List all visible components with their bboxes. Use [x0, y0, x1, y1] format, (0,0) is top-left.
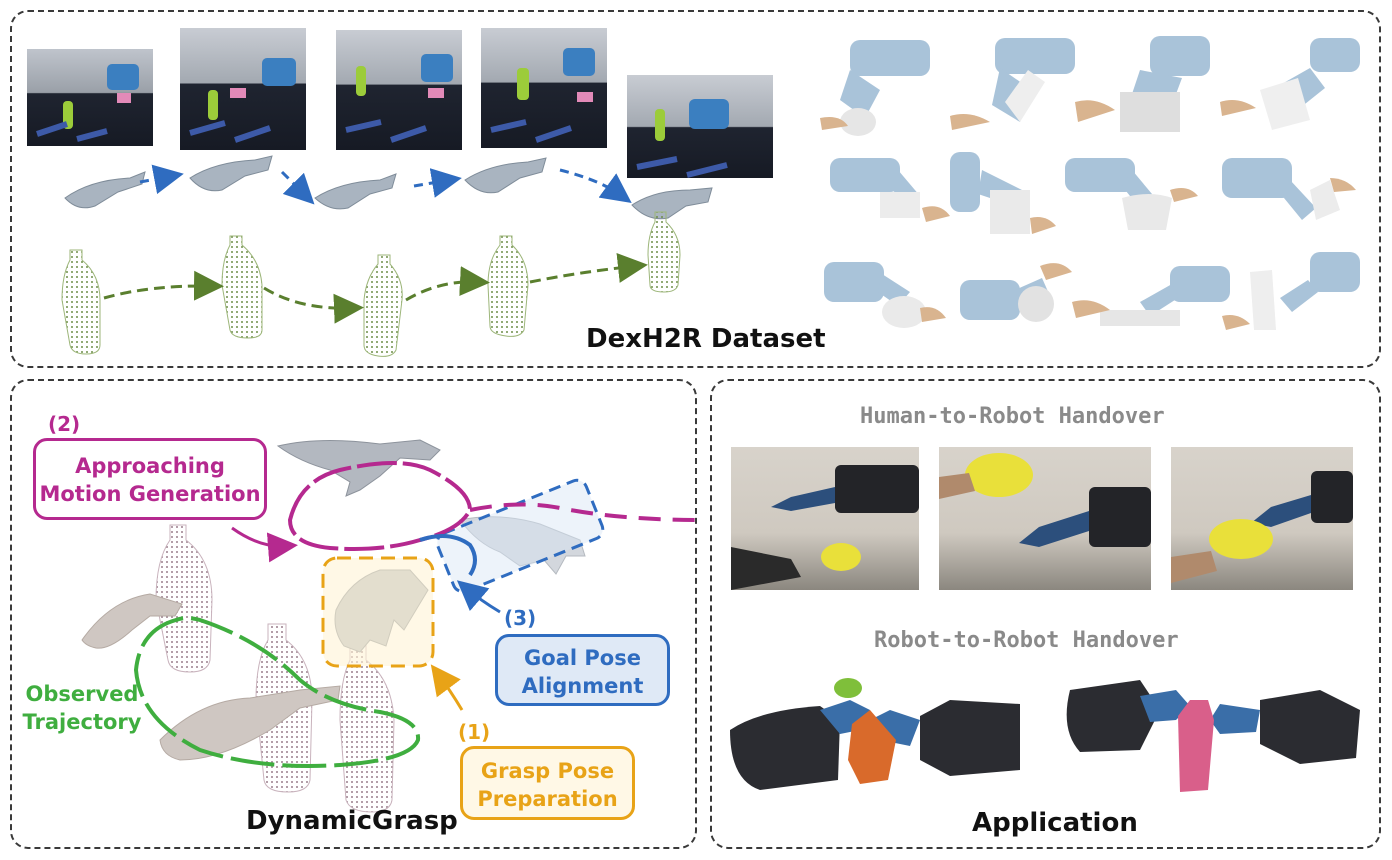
grasp-example-3 — [1075, 36, 1210, 132]
grasp-example-4 — [1220, 38, 1360, 130]
grasp-pose-box — [321, 556, 435, 668]
frame-5-content — [636, 99, 729, 178]
robot-to-robot-example-2 — [1066, 680, 1360, 792]
dataset-title: DexH2R Dataset — [586, 324, 826, 354]
observed-trajectory-curve — [133, 616, 421, 768]
handover-photo-3-content — [1171, 471, 1353, 583]
grasp-example-6 — [950, 152, 1056, 234]
dynamic-grasp-title: DynamicGrasp — [246, 806, 458, 836]
future-trajectory-line — [469, 502, 701, 522]
dynamic-grasp-diagram — [81, 439, 701, 813]
approaching-motion-box — [33, 438, 267, 520]
grasp-pose-label-box — [460, 746, 635, 820]
frame-2-content — [189, 58, 296, 143]
video-frame-3 — [336, 30, 462, 150]
approaching-line-2: Motion Generation — [39, 482, 261, 506]
grasp-example-9 — [824, 262, 946, 328]
goal-pose-box — [435, 478, 605, 594]
robot-to-robot-title: Robot-to-Robot Handover — [874, 628, 1179, 653]
frame-1-content — [36, 64, 139, 142]
step-2-number: (2) — [48, 412, 81, 436]
robot-to-robot-example-1 — [730, 678, 1020, 790]
grasp-example-2 — [950, 38, 1075, 130]
grasp-example-12 — [1222, 252, 1360, 330]
handover-photo-2-content — [939, 453, 1151, 547]
video-frame-4 — [481, 28, 607, 148]
dataset-sequence-diagram — [61, 155, 713, 357]
robot-hand-right — [459, 516, 586, 575]
handover-photo-2 — [939, 447, 1151, 590]
approaching-motion-to-goal — [419, 534, 477, 577]
application-panel — [710, 379, 1381, 849]
grasp-pose-line-1: Grasp Pose — [480, 759, 615, 783]
video-frame-5 — [627, 75, 773, 178]
frame-3-content — [345, 54, 453, 143]
handover-photo-1 — [731, 447, 919, 590]
grasp-pose-line-2: Preparation — [477, 787, 618, 811]
grasp-example-7 — [1065, 158, 1198, 230]
approaching-arrow — [231, 526, 298, 563]
grasp-example-8 — [1222, 158, 1356, 220]
approaching-motion-curve — [287, 461, 473, 551]
video-frame-2 — [180, 28, 306, 150]
handover-photo-3 — [1171, 447, 1353, 590]
goal-pose-label-box — [495, 634, 670, 706]
grasp-example-1 — [820, 40, 930, 136]
bottle-pointcloud-back — [155, 524, 213, 673]
dataset-panel — [10, 10, 1381, 368]
observed-line-2: Trajectory — [22, 710, 142, 734]
observed-line-1: Observed — [25, 682, 139, 706]
grasp-examples-grid — [820, 36, 1360, 330]
application-title: Application — [972, 808, 1138, 838]
human-hand-2 — [159, 685, 341, 761]
grasp-example-11 — [1072, 266, 1230, 326]
step-1-number: (1) — [458, 720, 491, 744]
frame-4-content — [490, 48, 595, 143]
step-3-number: (3) — [504, 606, 537, 630]
goal-pose-line-1: Goal Pose — [524, 646, 641, 670]
human-to-robot-title: Human-to-Robot Handover — [860, 404, 1165, 429]
goal-pose-arrow — [456, 580, 501, 614]
robot-to-robot-scene — [730, 678, 1360, 792]
video-frame-1 — [27, 49, 153, 146]
bottle-pointcloud-front — [339, 644, 395, 813]
goal-pose-line-2: Alignment — [521, 674, 644, 698]
approaching-line-1: Approaching — [75, 454, 225, 478]
grasp-example-5 — [830, 158, 950, 222]
human-hand-1 — [81, 593, 183, 649]
grasp-pose-arrow — [430, 664, 464, 711]
dynamic-grasp-panel — [10, 379, 697, 849]
grasp-example-10 — [960, 263, 1072, 322]
handover-photo-1-content — [731, 465, 919, 590]
